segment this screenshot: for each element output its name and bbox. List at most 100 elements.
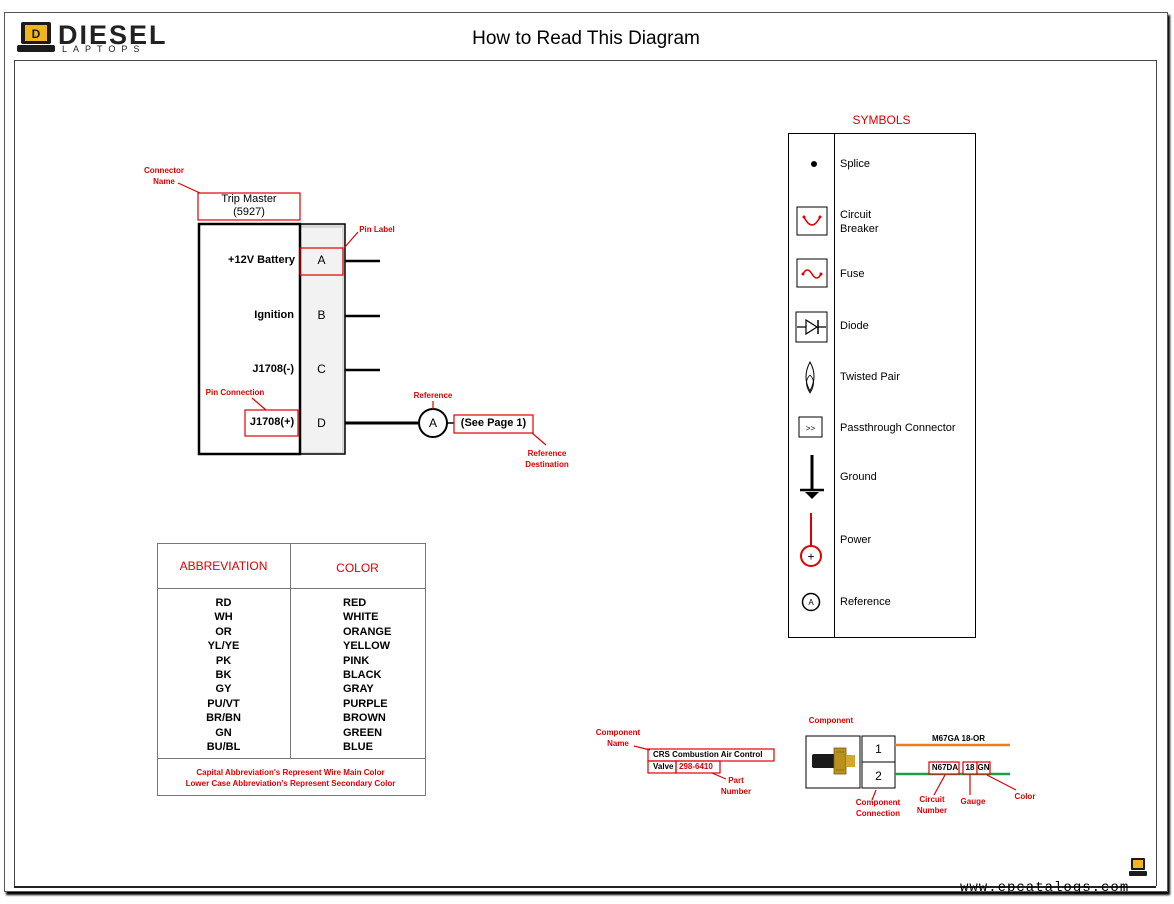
- color-table-col-divider: [290, 543, 291, 758]
- pressure-sensor-icon: [812, 747, 855, 775]
- symbol-label-diode: Diode: [840, 320, 869, 332]
- component-pin-2: [861, 761, 896, 789]
- circuit-number-box: [928, 761, 960, 775]
- symbols-heading: SYMBOLS: [852, 113, 911, 127]
- color-caption: Color: [1014, 792, 1036, 801]
- symbol-label-ground: Ground: [840, 471, 877, 483]
- component-pin-1-label: 1: [875, 742, 882, 756]
- component-pin-2-label: 2: [875, 769, 882, 783]
- component-name-line2: Valve: [653, 762, 674, 771]
- table-cell: GREEN: [343, 726, 383, 739]
- reference-destination-box: [453, 414, 534, 434]
- pin-a-function: +12V Battery: [228, 254, 295, 266]
- logo-badge: D: [32, 27, 41, 41]
- component-connection-caption: Component Connection: [855, 798, 901, 818]
- pin-d-letter: D: [317, 416, 326, 430]
- symbol-label-twisted-pair: Twisted Pair: [840, 371, 900, 383]
- power-glyph: +: [807, 550, 814, 564]
- connector-body: [197, 222, 302, 456]
- symbol-label-passthrough: Passthrough Connector: [840, 422, 956, 434]
- part-number: 298-6410: [679, 762, 713, 771]
- connector-name-box: [197, 192, 301, 221]
- pin-c-letter: C: [317, 362, 326, 376]
- watermark: www.epcatalogs.com: [960, 880, 1130, 896]
- connector-name-line2: (5927): [233, 206, 265, 218]
- table-cell: BK: [215, 669, 232, 682]
- logo-laptop-icon: D: [17, 22, 55, 52]
- table-cell: BR/BN: [206, 712, 241, 725]
- table-cell: PU/VT: [207, 697, 240, 710]
- logo-name: DIESEL: [58, 20, 168, 50]
- table-cell: PURPLE: [343, 697, 388, 710]
- color-code-box: [976, 761, 991, 775]
- table-cell: RD: [215, 597, 232, 609]
- frame-left-edge: [14, 60, 15, 886]
- component-pin-1: [861, 735, 896, 763]
- component-name-line1: CRS Combustion Air Control: [653, 750, 763, 759]
- color-code: GN: [977, 763, 990, 772]
- table-cell: WH: [214, 611, 233, 624]
- table-cell: BLUE: [343, 741, 373, 754]
- reference-destination-caption: Reference Destination: [525, 449, 569, 469]
- color-table-header-color: COLOR: [336, 561, 379, 575]
- symbol-label-circuit-breaker: Circuit Breaker: [840, 209, 879, 235]
- pin-label-caption: Pin Label: [359, 225, 395, 234]
- page-title: How to Read This Diagram: [472, 28, 700, 49]
- component-name-caption: Component Name: [595, 728, 641, 748]
- pin-a-letter: A: [317, 253, 326, 267]
- table-cell: GN: [215, 726, 232, 739]
- pin-label-highlight: [299, 247, 344, 276]
- pin-connection-caption: Pin Connection: [205, 388, 265, 397]
- pin-c-function: J1708(-): [252, 363, 294, 375]
- connector-name-line1: Trip Master: [221, 193, 277, 205]
- gauge-caption: Gauge: [960, 797, 986, 806]
- footer-logo-icon: [1129, 858, 1147, 876]
- fuse-icon: [796, 258, 828, 288]
- pin-connection-highlight: [244, 409, 299, 437]
- header-divider: [14, 60, 1156, 61]
- circuit-number: N67DA: [931, 763, 959, 772]
- table-cell: GY: [215, 683, 232, 696]
- part-number-caption: Part Number: [720, 776, 752, 796]
- color-table-header-divider: [157, 588, 425, 589]
- table-cell: YELLOW: [343, 640, 391, 653]
- pin-b-letter: B: [317, 308, 326, 322]
- frame-right-edge: [1156, 60, 1157, 886]
- symbol-label-fuse: Fuse: [840, 268, 865, 280]
- diode-icon: [795, 311, 828, 343]
- color-table: [157, 543, 426, 796]
- reference-destination: (See Page 1): [460, 417, 527, 429]
- table-cell: PK: [215, 654, 232, 667]
- color-table-note-line2: Lower Case Abbreviation's Represent Seco…: [185, 779, 396, 788]
- table-cell: PINK: [343, 654, 370, 667]
- wire1-label: M67GA 18-OR: [932, 734, 986, 743]
- abbreviation-list: RD WH OR YL/YE PK BK GY PU/VT BR/BN GN B…: [157, 596, 290, 754]
- page-frame: [4, 12, 1168, 892]
- connector-name-caption: Connector Name: [144, 166, 184, 186]
- pin-d-function: J1708(+): [249, 416, 295, 428]
- splice-dot-icon: [811, 161, 817, 167]
- table-cell: RED: [343, 597, 367, 609]
- color-name-list: RED WHITE ORANGE YELLOW PINK BLACK GRAY …: [343, 596, 391, 754]
- table-cell: BLACK: [343, 669, 382, 682]
- ground-icon: [800, 455, 824, 499]
- table-cell: BROWN: [343, 712, 386, 725]
- reference-letter: A: [428, 416, 437, 430]
- reference-caption: Reference: [413, 391, 453, 400]
- table-cell: WHITE: [343, 611, 379, 624]
- circuit-number-caption: Circuit Number: [916, 795, 948, 815]
- power-icon: +: [800, 513, 822, 567]
- gauge-value: 18: [965, 763, 975, 772]
- pin-b-function: Ignition: [254, 309, 294, 321]
- symbol-label-reference: Reference: [840, 596, 891, 608]
- color-table-header-abbr: ABBREVIATION: [179, 559, 268, 573]
- table-cell: ORANGE: [343, 625, 392, 638]
- reference-icon: A: [801, 592, 821, 612]
- logo-tag: LAPTOPS: [62, 44, 146, 54]
- symbols-divider: [834, 133, 835, 637]
- symbols-legend: [788, 133, 976, 638]
- connector-name: Trip Master (5927): [198, 193, 300, 219]
- table-cell: YL/YE: [207, 640, 240, 653]
- circuit-breaker-icon: [796, 206, 828, 236]
